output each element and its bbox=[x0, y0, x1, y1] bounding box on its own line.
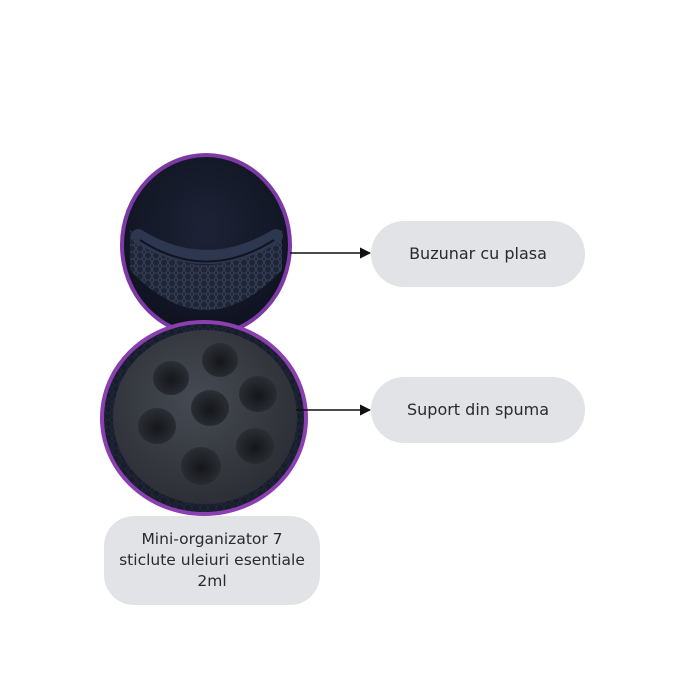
mesh-pocket bbox=[130, 230, 282, 310]
foam-hole bbox=[239, 376, 277, 412]
product-label-text: Mini-organizator 7 sticlute uleiuri esen… bbox=[119, 530, 305, 590]
foam-hole bbox=[191, 390, 229, 426]
case-lid bbox=[120, 153, 292, 337]
pocket-label-text: Buzunar cu plasa bbox=[409, 244, 547, 264]
product-label: Mini-organizator 7 sticlute uleiuri esen… bbox=[104, 516, 320, 605]
foam-hole bbox=[181, 447, 221, 485]
foam-hole bbox=[138, 408, 176, 444]
mesh-pocket-band bbox=[131, 229, 283, 264]
foam-label: Suport din spuma bbox=[371, 377, 585, 443]
foam-holes bbox=[138, 343, 277, 485]
foam-label-text: Suport din spuma bbox=[406, 400, 550, 420]
foam-hole bbox=[236, 428, 274, 464]
case-base bbox=[100, 320, 308, 516]
foam-hole bbox=[202, 343, 238, 377]
foam-hole bbox=[153, 361, 189, 395]
pocket-label: Buzunar cu plasa bbox=[371, 221, 585, 287]
